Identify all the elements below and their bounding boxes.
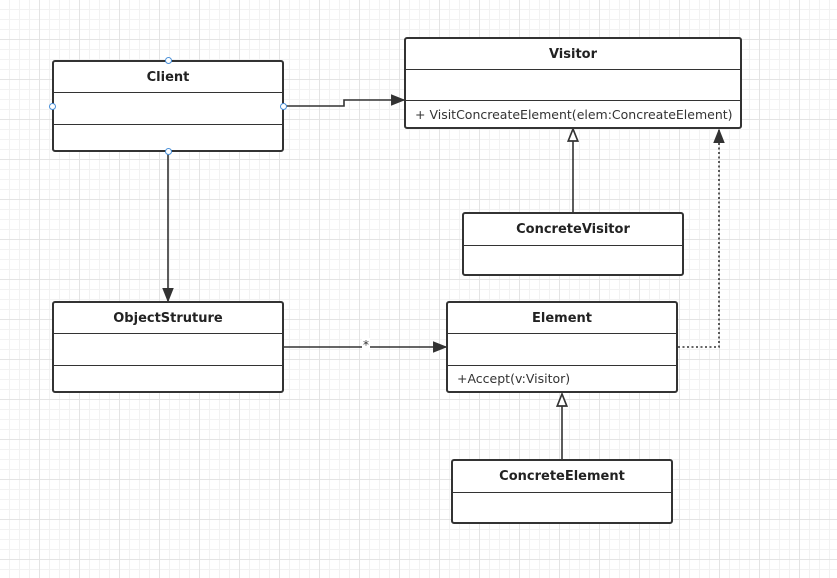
client-class-name: Client	[54, 62, 282, 93]
selection-handle-left[interactable]	[49, 102, 56, 110]
client-visitor-association[interactable]	[283, 94, 406, 107]
client-operations	[54, 125, 282, 150]
objectstructure-class-name: ObjectStruture	[54, 303, 282, 334]
concreteelement-class[interactable]: ConcreteElement	[451, 459, 673, 524]
element-visitor-dependency[interactable]	[678, 128, 725, 348]
concretevisitor-class-name: ConcreteVisitor	[464, 214, 682, 246]
visitor-operations: + VisitConcreateElement(elem:ConcreateEl…	[415, 106, 733, 122]
visitor-class[interactable]: Visitor + VisitConcreateElement(elem:Con…	[404, 37, 742, 129]
multiplicity-label: *	[362, 338, 370, 352]
visitor-attributes	[406, 70, 740, 101]
selection-handle-top[interactable]	[164, 57, 172, 64]
element-class-name: Element	[448, 303, 676, 334]
client-attributes	[54, 93, 282, 125]
concretevisitor-operations	[464, 246, 682, 274]
visitor-class-name: Visitor	[406, 39, 740, 70]
selection-handle-bottom[interactable]	[164, 148, 172, 155]
concretevisitor-class[interactable]: ConcreteVisitor	[462, 212, 684, 276]
selection-handle-right[interactable]	[280, 102, 287, 110]
objectstructure-class[interactable]: ObjectStruture	[52, 301, 284, 393]
client-class[interactable]: Client	[52, 60, 284, 152]
concreteelement-operations	[453, 493, 671, 522]
objectstructure-attributes	[54, 334, 282, 366]
objectstructure-operations	[54, 366, 282, 391]
element-operations: +Accept(v:Visitor)	[457, 371, 571, 386]
element-attributes	[448, 334, 676, 366]
concreteelement-class-name: ConcreteElement	[453, 461, 671, 493]
element-class[interactable]: Element +Accept(v:Visitor)	[446, 301, 678, 393]
